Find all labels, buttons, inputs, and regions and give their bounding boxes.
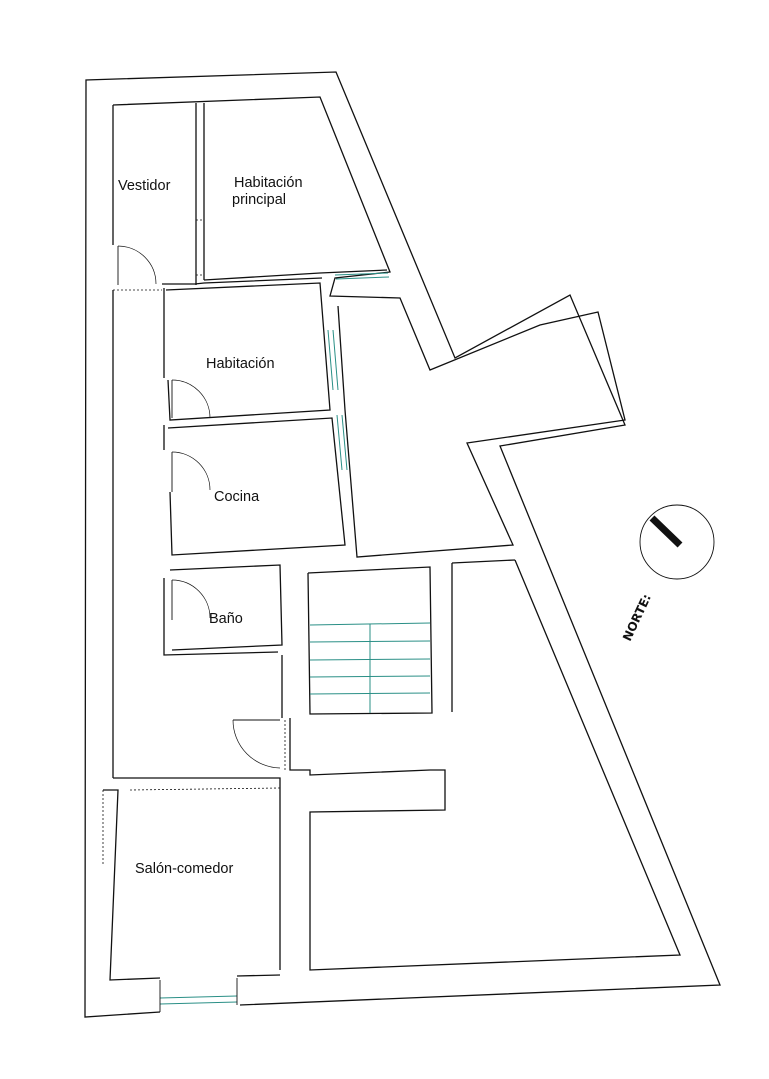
label-habitacion-principal-line2: principal <box>232 192 286 208</box>
cocina-walls <box>167 417 346 556</box>
salon-window-2 <box>159 1001 238 1005</box>
entrance-door-swing <box>232 719 281 769</box>
label-bano: Baño <box>209 611 243 627</box>
north-label: NORTE: <box>620 592 654 643</box>
staircase <box>307 559 516 715</box>
room-vestidor <box>112 103 205 291</box>
habitacion-window <box>327 329 334 391</box>
habitacion-walls <box>165 282 331 421</box>
salon-top-opening <box>129 787 281 791</box>
central-corridor-walls <box>112 277 323 778</box>
habitacion-principal-window <box>334 272 389 276</box>
room-salon-comedor <box>102 777 281 1012</box>
habitacion-door-swing <box>171 379 211 419</box>
label-cocina: Cocina <box>214 489 260 505</box>
label-habitacion: Habitación <box>206 356 275 372</box>
cocina-door-swing <box>171 451 211 491</box>
label-habitacion-principal-line1: Habitación <box>234 175 303 191</box>
salon-top-wall <box>113 777 281 970</box>
label-salon-comedor: Salón-comedor <box>135 861 233 877</box>
salon-walls <box>103 789 161 981</box>
vestidor-door-swing <box>117 245 157 285</box>
bano-outer-wall <box>163 578 279 656</box>
habitacion-principal-window-2 <box>335 276 390 280</box>
bano-door-swing <box>171 579 211 619</box>
compass-circle-icon <box>639 504 715 580</box>
room-habitacion-principal <box>203 269 390 281</box>
inner-wall-upper-right <box>112 96 626 558</box>
salon-bottom-right-wall <box>236 974 281 977</box>
room-cocina <box>163 414 348 556</box>
corridor-top-wall <box>162 277 323 285</box>
habitacion-window-2 <box>332 329 339 391</box>
entrance-right-wall <box>289 718 431 776</box>
entrance-walls <box>232 559 681 971</box>
salon-window <box>159 995 238 999</box>
bano-walls <box>169 564 283 651</box>
cocina-window-2 <box>341 414 348 471</box>
compass-needle-icon <box>649 515 683 548</box>
label-vestidor: Vestidor <box>118 178 171 194</box>
room-bano <box>163 564 283 656</box>
outer-wall-left-top <box>84 71 721 1018</box>
north-compass: NORTE: <box>620 504 715 643</box>
cocina-window <box>336 414 343 471</box>
right-large-room-walls <box>309 559 681 971</box>
habitacion-principal-bottom-wall <box>203 269 388 281</box>
room-habitacion <box>163 282 339 421</box>
stair-right-wall <box>451 559 516 564</box>
stair-well-walls <box>307 566 433 715</box>
